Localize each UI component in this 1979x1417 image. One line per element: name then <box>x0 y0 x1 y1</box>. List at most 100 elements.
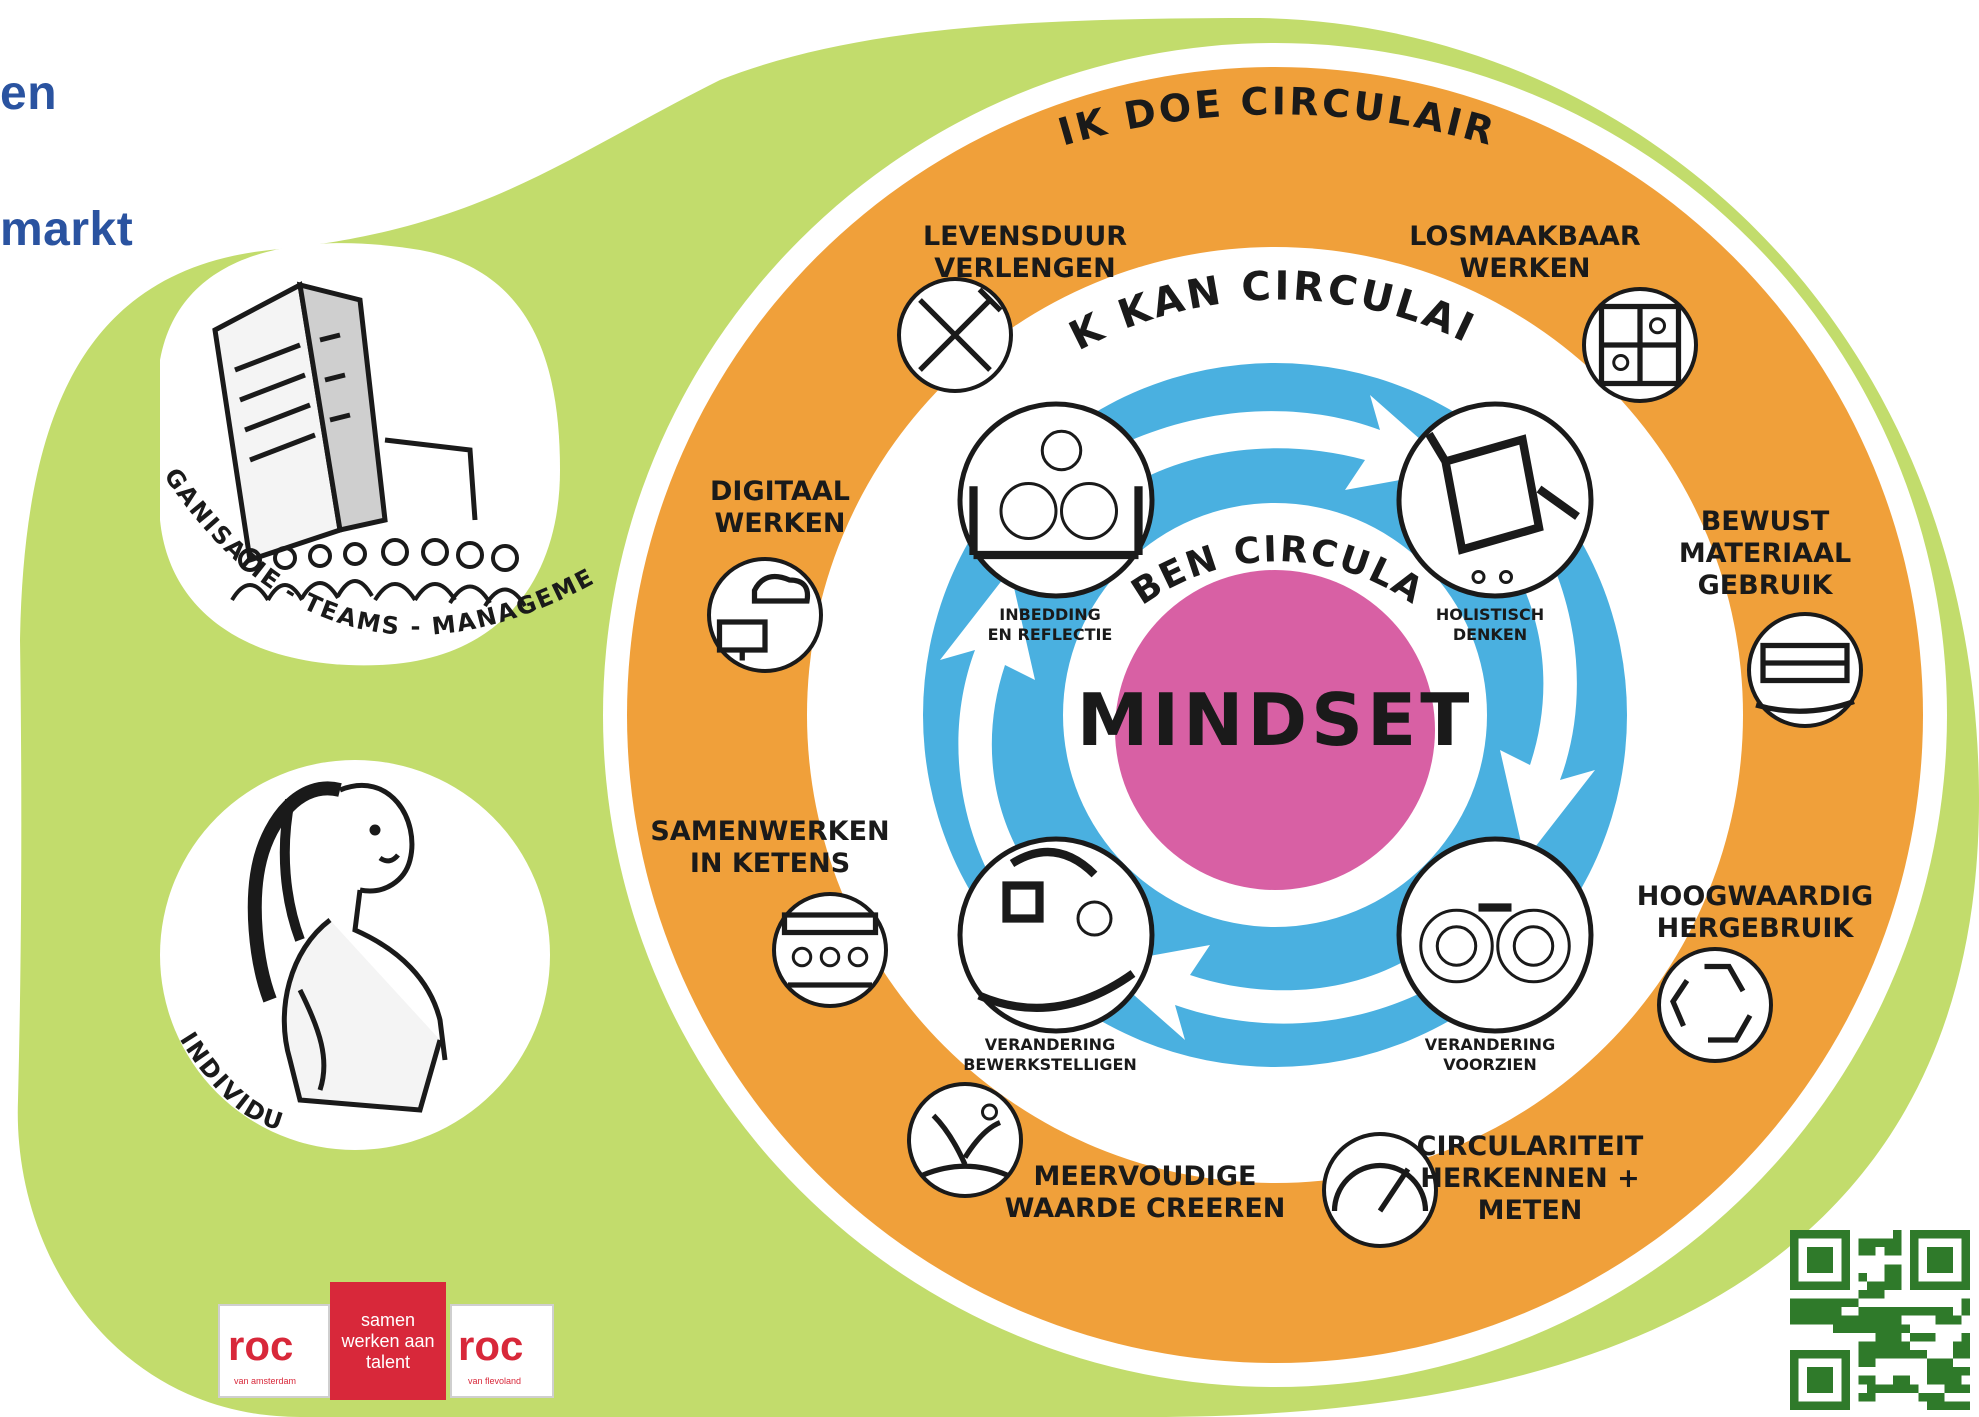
qr-code-icon[interactable] <box>1790 1230 1970 1410</box>
qr-module <box>1790 1307 1799 1316</box>
outer-item-label-line2: WERKEN <box>1460 253 1591 284</box>
header-text-line2: markt <box>0 203 134 256</box>
qr-module <box>1952 1350 1962 1359</box>
qr-module <box>1927 1367 1936 1376</box>
roc-amsterdam-wordmark: roc <box>228 1322 294 1369</box>
puzzle-icon <box>1598 303 1682 387</box>
qr-module <box>1850 1315 1859 1325</box>
qr-module <box>1867 1358 1876 1368</box>
qr-module <box>1961 1341 1970 1350</box>
talent-line3: talent <box>365 1352 411 1372</box>
qr-module <box>1824 1307 1833 1316</box>
qr-module <box>1858 1341 1868 1350</box>
inner-item-label-line1: VERANDERING <box>1425 1035 1555 1054</box>
qr-module <box>1867 1375 1876 1385</box>
qr-module <box>1918 1332 1928 1342</box>
inner-item-label-line2: BEWERKSTELLIGEN <box>963 1055 1137 1074</box>
qr-module <box>1875 1350 1885 1359</box>
qr-module <box>1790 1315 1799 1325</box>
qr-module <box>1875 1332 1885 1342</box>
qr-module <box>1961 1298 1970 1308</box>
qr-module <box>1875 1307 1885 1316</box>
qr-module <box>1815 1307 1825 1316</box>
qr-module <box>1927 1392 1936 1402</box>
outer-item-label-line1: LOSMAAKBAAR <box>1409 221 1641 252</box>
inner-item-label-line2: DENKEN <box>1453 625 1527 644</box>
inner-item-label-line1: INBEDDING <box>999 605 1101 624</box>
qr-module <box>1858 1350 1868 1359</box>
qr-module <box>1961 1307 1970 1316</box>
recycle-icon <box>1670 963 1753 1043</box>
qr-module <box>1961 1332 1970 1342</box>
qr-module <box>1824 1315 1833 1325</box>
mindset-core <box>1115 570 1435 890</box>
qr-module <box>1858 1375 1868 1385</box>
chain-people-icon <box>781 912 879 988</box>
qr-module <box>1884 1332 1893 1342</box>
qr-module <box>1944 1315 1953 1325</box>
inner-item-label-line2: EN REFLECTIE <box>988 625 1113 644</box>
outer-item-label-line2: IN KETENS <box>690 848 850 879</box>
qr-module <box>1832 1307 1842 1316</box>
hand-shapes-icon <box>977 847 1136 1012</box>
samen-werken-aan-talent-logo: samen werken aan talent <box>330 1282 446 1400</box>
qr-module <box>1832 1315 1842 1325</box>
roc-flevoland-logo: roc van flevoland <box>450 1304 554 1398</box>
outer-item-circle <box>772 892 888 1008</box>
seedling-icon <box>921 1103 1009 1178</box>
qr-module <box>1944 1401 1953 1410</box>
qr-module <box>1884 1272 1893 1282</box>
circular-arrows <box>940 395 1595 1040</box>
qr-module <box>1807 1298 1816 1308</box>
qr-module <box>1884 1238 1893 1248</box>
qr-module <box>1850 1298 1859 1308</box>
talent-line2: werken aan <box>341 1331 435 1351</box>
qr-module <box>1901 1307 1910 1316</box>
qr-module <box>1867 1307 1876 1316</box>
qr-module <box>1952 1375 1962 1385</box>
outer-item-label-line3: GEBRUIK <box>1698 570 1834 601</box>
qr-module <box>1884 1324 1893 1333</box>
qr-module <box>1944 1384 1953 1393</box>
qr-module <box>1927 1375 1936 1385</box>
qr-module <box>1952 1315 1962 1325</box>
qr-module <box>1815 1315 1825 1325</box>
qr-module <box>1858 1247 1868 1256</box>
outer-item-label-line2: HERGEBRUIK <box>1657 913 1855 944</box>
outer-item-label-line1: HOOGWAARDIG <box>1637 881 1873 912</box>
qr-module <box>1884 1315 1893 1325</box>
qr-module <box>1884 1307 1893 1316</box>
qr-module <box>1875 1384 1885 1393</box>
qr-module <box>1858 1307 1868 1316</box>
qr-module <box>1867 1238 1876 1248</box>
qr-module <box>1892 1272 1902 1282</box>
qr-module <box>1918 1350 1928 1359</box>
qr-module <box>1858 1290 1868 1299</box>
qr-module <box>1961 1384 1970 1393</box>
qr-module <box>1901 1375 1910 1385</box>
roc-flevoland-wordmark: roc <box>458 1322 524 1369</box>
outer-item-label-line2: WAARDE CREEREN <box>1005 1193 1286 1224</box>
outer-item-label-line1: SAMENWERKEN <box>650 816 889 847</box>
outer-items-group: LEVENSDUURVERLENGENLOSMAAKBAARWERKENBEWU… <box>650 221 1873 1248</box>
qr-module <box>1961 1401 1970 1410</box>
qr-module <box>1952 1401 1962 1410</box>
qr-module <box>1875 1324 1885 1333</box>
qr-module <box>1892 1247 1902 1256</box>
qr-module <box>1892 1332 1902 1342</box>
qr-module <box>1875 1290 1885 1299</box>
qr-module <box>1910 1307 1919 1316</box>
qr-module <box>1944 1358 1953 1368</box>
qr-module <box>1832 1298 1842 1308</box>
qr-module <box>1867 1247 1876 1256</box>
qr-module <box>1867 1324 1876 1333</box>
qr-module <box>1867 1290 1876 1299</box>
woman-illustration <box>247 781 448 1113</box>
